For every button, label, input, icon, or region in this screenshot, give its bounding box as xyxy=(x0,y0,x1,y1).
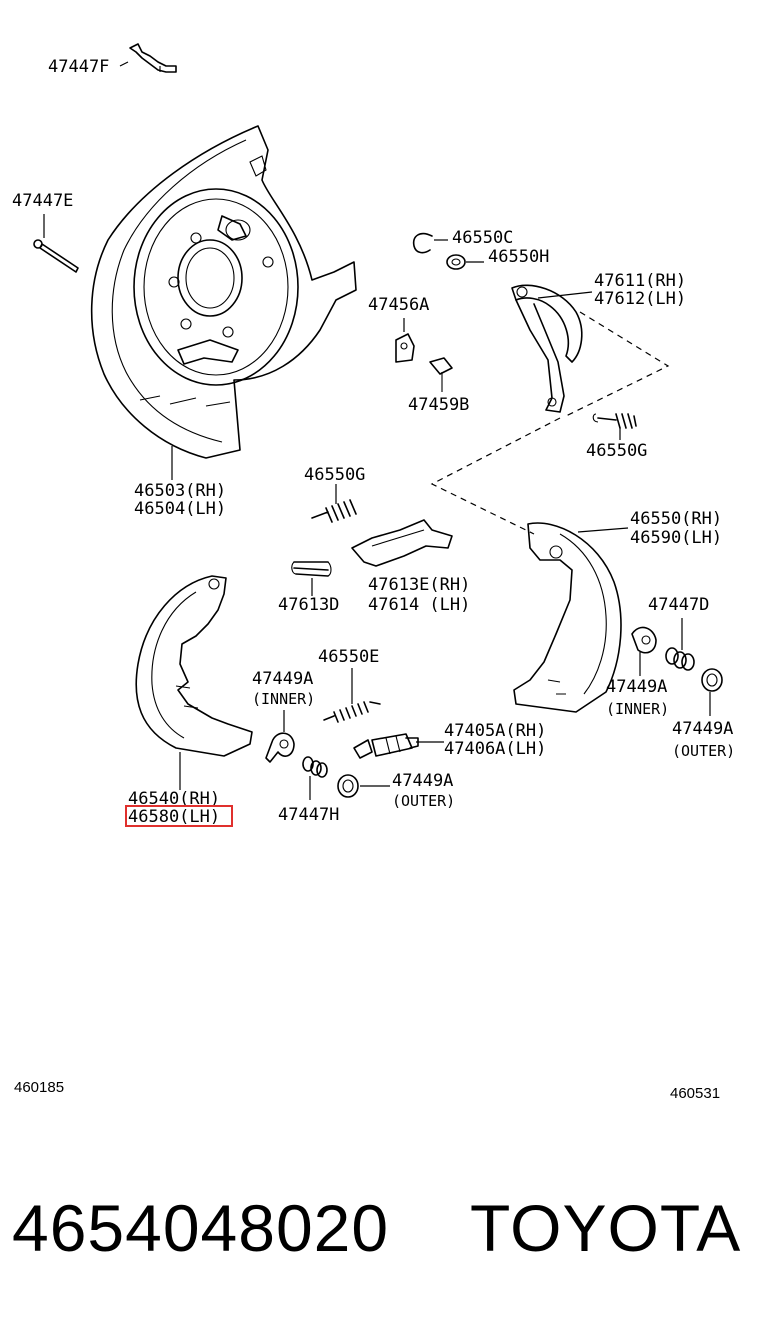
callout-46550H: 46550H xyxy=(488,247,549,267)
callout-47447F: 47447F xyxy=(48,57,109,77)
washer-icon xyxy=(446,254,466,270)
backing-plate-icon xyxy=(90,125,357,459)
assembly-dashed-line xyxy=(430,417,561,535)
callout-46590: 46590(LH) xyxy=(630,528,722,548)
callout-47449A-inner-right: 47449A xyxy=(606,677,667,697)
callout-47447E: 47447E xyxy=(12,191,73,211)
leader-line xyxy=(119,61,129,67)
bolt-icon xyxy=(429,357,453,392)
brake-shoe-icon xyxy=(513,522,622,713)
brand-name: TOYOTA xyxy=(470,1191,742,1265)
strut-icon xyxy=(351,519,453,567)
spring-icon xyxy=(323,701,381,723)
brake-shoe-icon xyxy=(511,284,583,413)
spring-icon xyxy=(592,413,637,429)
spring-icon xyxy=(302,756,328,778)
pin-icon xyxy=(33,239,79,273)
callout-47612: 47612(LH) xyxy=(594,289,686,309)
callout-46503: 46503(RH) xyxy=(134,481,226,501)
callout-47613D: 47613D xyxy=(278,595,339,615)
callout-47449A-inner-right-sub: (INNER) xyxy=(606,700,669,718)
spring-icon xyxy=(291,561,332,577)
highlight-box xyxy=(125,805,233,827)
assembly-dashed-line xyxy=(565,311,670,417)
brake-shoe-icon xyxy=(135,575,253,757)
retainer-cup-icon xyxy=(265,732,295,763)
callout-47449A-inner-left-sub: (INNER) xyxy=(252,690,315,708)
callout-47447H: 47447H xyxy=(278,805,339,825)
callout-47449A-outer-right-sub: (OUTER) xyxy=(672,742,735,760)
callout-47449A-outer-mid-sub: (OUTER) xyxy=(392,792,455,810)
figure-code-right: 460531 xyxy=(670,1085,720,1102)
callout-46550G-mid: 46550G xyxy=(304,465,365,485)
footer: 4654048020 TOYOTA xyxy=(12,1190,752,1280)
retainer-cup-icon xyxy=(701,668,723,692)
callout-47449A-inner-left: 47449A xyxy=(252,669,313,689)
spring-icon xyxy=(311,499,357,523)
retainer-cup-icon xyxy=(337,774,359,798)
adjuster-icon xyxy=(353,733,419,759)
part-number: 4654048020 xyxy=(12,1191,390,1265)
leader-line xyxy=(537,291,593,299)
callout-46550E: 46550E xyxy=(318,647,379,667)
callout-47405A: 47405A(RH) xyxy=(444,721,546,741)
clip-icon xyxy=(412,232,433,254)
callout-46550G-upper: 46550G xyxy=(586,441,647,461)
callout-47614: 47614 (LH) xyxy=(368,595,470,615)
callout-47611: 47611(RH) xyxy=(594,271,686,291)
retainer-cup-icon xyxy=(395,333,415,363)
callout-46540: 46540(RH) xyxy=(128,789,220,809)
callout-47613E: 47613E(RH) xyxy=(368,575,470,595)
callout-47447D: 47447D xyxy=(648,595,709,615)
leader-line xyxy=(577,527,629,533)
callout-46550: 46550(RH) xyxy=(630,509,722,529)
figure-code-left: 460185 xyxy=(14,1079,64,1096)
wire-clip-icon xyxy=(129,43,177,73)
callout-47456A: 47456A xyxy=(368,295,429,315)
callout-47459B: 47459B xyxy=(408,395,469,415)
callout-47449A-outer-mid: 47449A xyxy=(392,771,453,791)
callout-46580: 46580(LH) xyxy=(128,807,220,827)
callout-47406A: 47406A(LH) xyxy=(444,739,546,759)
spring-icon xyxy=(665,647,695,671)
callout-46550C: 46550C xyxy=(452,228,513,248)
retainer-cup-icon xyxy=(631,626,657,654)
callout-47449A-outer-right: 47449A xyxy=(672,719,733,739)
callout-46504: 46504(LH) xyxy=(134,499,226,519)
